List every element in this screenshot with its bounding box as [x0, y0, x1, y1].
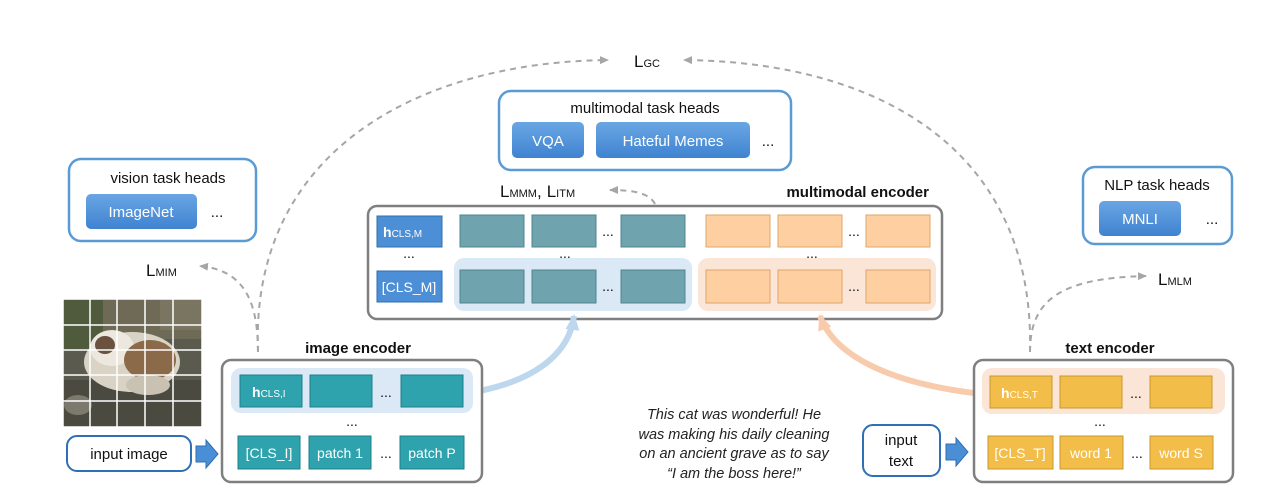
word-1-token: [1059, 435, 1124, 470]
nlp-task-heads: NLP task heads MNLI ...: [1081, 165, 1234, 246]
mm-cls-input-token: [376, 270, 443, 303]
loss-mmm-itm-label: LMMM,LITM: [500, 182, 575, 201]
text-hidden-dots: ...: [1130, 385, 1142, 401]
hateful-memes-head-button[interactable]: [596, 122, 750, 158]
text-encoder-title: text encoder: [1065, 340, 1154, 357]
image-cls-hidden-label: hCLS,I: [252, 384, 286, 400]
loss-mim-label: LMIM: [146, 261, 177, 280]
text-encoder: text encoder hCLS,T ... ... [CLS_T] word…: [972, 340, 1235, 484]
multimodal-task-heads: multimodal task heads VQA Hateful Memes …: [497, 89, 793, 172]
mm-vision-hidden-2: [531, 214, 597, 248]
vqa-head-button[interactable]: [512, 122, 584, 158]
input-image-box: [66, 435, 192, 472]
nlp-heads-title: NLP task heads: [1104, 177, 1210, 194]
mm-cls-hidden-token: [376, 215, 443, 248]
multimodal-heads-ellipsis: ...: [762, 133, 775, 150]
loss-mlm-label: LMLM: [1158, 270, 1192, 289]
image-encoder-vdots: ...: [346, 413, 358, 429]
gc-arrow-left: [256, 56, 609, 353]
caption-line-1: This cat was wonderful! He: [647, 407, 821, 423]
vqa-head-label: VQA: [532, 133, 564, 150]
input-text-arrow: [945, 436, 969, 468]
patch-1-label: patch 1: [317, 445, 363, 461]
text-to-multimodal-arrow: [817, 314, 983, 397]
text-hidden-token-1: [1059, 375, 1123, 409]
image-encoder: image encoder hCLS,I ... ... [CLS_I] pat…: [220, 340, 484, 484]
mm-vision-hidden-1: [459, 214, 525, 248]
mm-vision-vdots: ...: [559, 245, 571, 261]
image-encoder-title: image encoder: [305, 340, 411, 357]
text-input-dots: ...: [1131, 445, 1143, 461]
input-image-label: input image: [90, 446, 168, 463]
mim-arrow: [199, 262, 259, 353]
image-cls-hidden-token: [239, 374, 303, 408]
caption-line-2: was making his daily cleaning: [638, 427, 829, 443]
mm-text-input-dots: ...: [848, 278, 860, 294]
caption-line-3: on an ancient grave as to say: [639, 446, 829, 462]
multimodal-heads-title: multimodal task heads: [570, 100, 719, 117]
mm-text-hidden-3: [865, 214, 931, 248]
image-to-multimodal-arrow: [473, 314, 580, 395]
vision-heads-title: vision task heads: [110, 170, 225, 187]
text-cls-input-label: [CLS_T]: [994, 445, 1045, 461]
nlp-heads-ellipsis: ...: [1206, 211, 1219, 228]
mm-vision-input-2: [531, 269, 597, 304]
mm-text-hidden-2: [777, 214, 843, 248]
mm-vision-input-1: [459, 269, 525, 304]
text-hidden-token-s: [1149, 375, 1213, 409]
mnli-head-button[interactable]: [1099, 201, 1181, 236]
mm-cls-dots: ...: [403, 245, 415, 261]
image-hidden-token-1: [309, 374, 373, 408]
input-text-label-1: input: [885, 432, 918, 449]
mmm-itm-arrow: [609, 186, 656, 205]
text-cls-hidden-label: hCLS,T: [1001, 385, 1038, 401]
text-cls-hidden-token: [989, 375, 1053, 409]
mm-text-input-2: [777, 269, 843, 304]
vision-heads-ellipsis: ...: [211, 204, 224, 221]
text-encoder-vdots: ...: [1094, 413, 1106, 429]
patch-p-token: [399, 435, 465, 470]
input-image-arrow: [195, 438, 219, 470]
caption-line-4: “I am the boss here!”: [667, 466, 802, 482]
word-1-label: word 1: [1069, 445, 1112, 461]
imagenet-head-label: ImageNet: [108, 204, 174, 221]
input-text-box: [862, 424, 941, 477]
mm-vision-input-dots: ...: [602, 278, 614, 294]
input-text-label-2: text: [889, 453, 914, 470]
patch-1-token: [308, 435, 372, 470]
image-cls-input-label: [CLS_I]: [246, 445, 293, 461]
mm-text-input-3: [865, 269, 931, 304]
hateful-memes-head-label: Hateful Memes: [623, 133, 724, 150]
patch-p-label: patch P: [408, 445, 455, 461]
mm-text-vdots: ...: [806, 245, 818, 261]
imagenet-head-button[interactable]: [86, 194, 197, 229]
image-hidden-token-p: [400, 374, 464, 408]
mm-text-input-1: [705, 269, 771, 304]
mnli-head-label: MNLI: [1122, 211, 1158, 228]
vision-task-heads: vision task heads ImageNet ...: [67, 157, 258, 243]
image-cls-input-token: [237, 435, 301, 470]
multimodal-encoder-title: multimodal encoder: [786, 184, 929, 201]
word-s-token: [1149, 435, 1214, 470]
loss-gc-label: LGC: [634, 52, 660, 71]
text-cls-input-token: [987, 435, 1054, 470]
mm-cls-input-label: [CLS_M]: [382, 279, 436, 295]
mm-vision-hidden-dots: ...: [602, 223, 614, 239]
multimodal-encoder: multimodal encoder hCLS,M ... [CLS_M] ..…: [366, 184, 944, 321]
mm-vision-hidden-3: [620, 214, 686, 248]
word-s-label: word S: [1158, 445, 1203, 461]
input-photo: [62, 298, 203, 428]
mm-text-hidden-1: [705, 214, 771, 248]
mm-cls-hidden-label: hCLS,M: [383, 224, 422, 240]
mm-text-hidden-dots: ...: [848, 223, 860, 239]
mm-vision-input-3: [620, 269, 686, 304]
input-caption: This cat was wonderful! He was making hi…: [638, 407, 829, 482]
image-input-dots: ...: [380, 445, 392, 461]
gc-arrow-right: [683, 56, 1032, 353]
image-hidden-dots: ...: [380, 384, 392, 400]
